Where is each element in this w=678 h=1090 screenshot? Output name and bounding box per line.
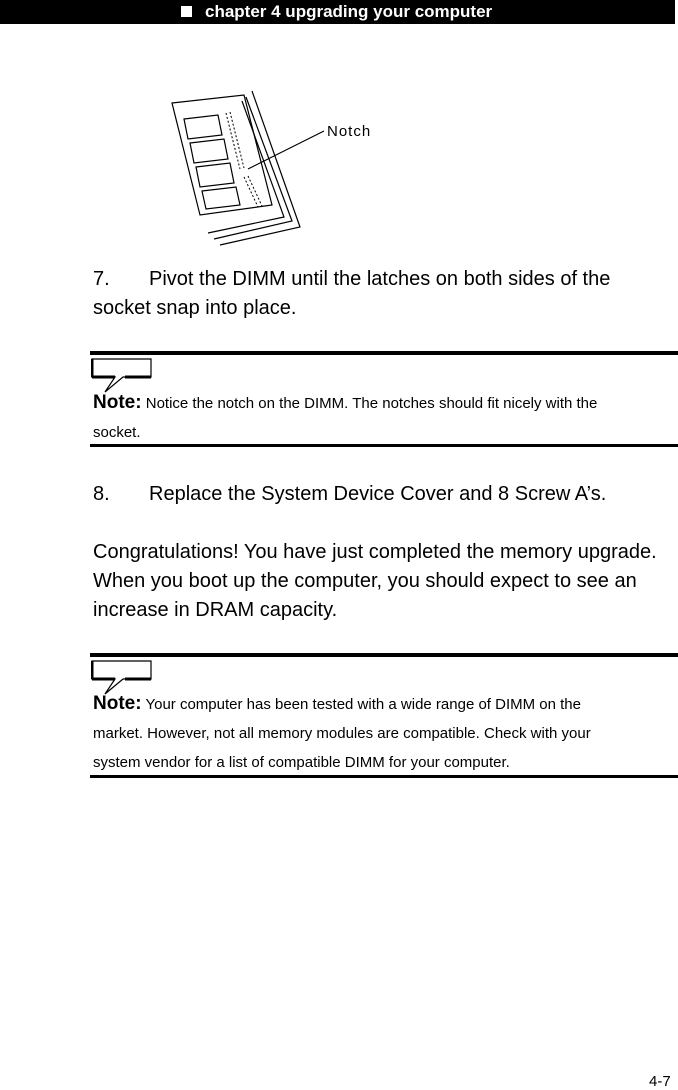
- step-text: Replace the System Device Cover and 8 Sc…: [149, 483, 607, 505]
- chapter-header: chapter 4 upgrading your computer: [0, 0, 675, 24]
- note-line: Your computer has been tested with a wid…: [145, 696, 581, 713]
- note-top-rule: [90, 653, 678, 657]
- step-number: 8.: [93, 483, 110, 505]
- note-2: Note: Your computer has been tested with…: [93, 689, 673, 777]
- note-line: Notice the notch on the DIMM. The notche…: [145, 395, 598, 412]
- paragraph-line: increase in DRAM capacity.: [93, 599, 338, 621]
- paragraph-line: Congratulations! You have just completed…: [93, 541, 657, 563]
- dimm-notch-illustration: Notch: [160, 85, 390, 250]
- note-tab-icon: [91, 660, 152, 695]
- step-8: 8. Replace the System Device Cover and 8 …: [93, 480, 673, 509]
- note-bottom-rule: [90, 775, 678, 778]
- note-line: socket.: [93, 424, 141, 441]
- chapter-title: chapter 4 upgrading your computer: [205, 2, 493, 21]
- step-7: 7. Pivot the DIMM until the latches on bo…: [93, 265, 673, 323]
- note-label: Note:: [93, 693, 142, 714]
- note-line: market. However, not all memory modules …: [93, 725, 591, 742]
- header-square-icon: [181, 6, 192, 17]
- paragraph-line: When you boot up the computer, you shoul…: [93, 570, 637, 592]
- note-label: Note:: [93, 392, 142, 413]
- note-line: system vendor for a list of compatible D…: [93, 754, 510, 771]
- note-tab-icon: [91, 358, 152, 393]
- step-text-continuation: socket snap into place.: [93, 297, 297, 319]
- page-number: 4-7: [649, 1073, 671, 1090]
- step-number: 7.: [93, 268, 110, 290]
- note-top-rule: [90, 351, 678, 355]
- note-bottom-rule: [90, 444, 678, 447]
- note-1: Note: Notice the notch on the DIMM. The …: [93, 388, 673, 447]
- notch-label: Notch: [327, 123, 372, 140]
- congratulations-paragraph: Congratulations! You have just completed…: [93, 538, 678, 625]
- step-text: Pivot the DIMM until the latches on both…: [149, 268, 611, 290]
